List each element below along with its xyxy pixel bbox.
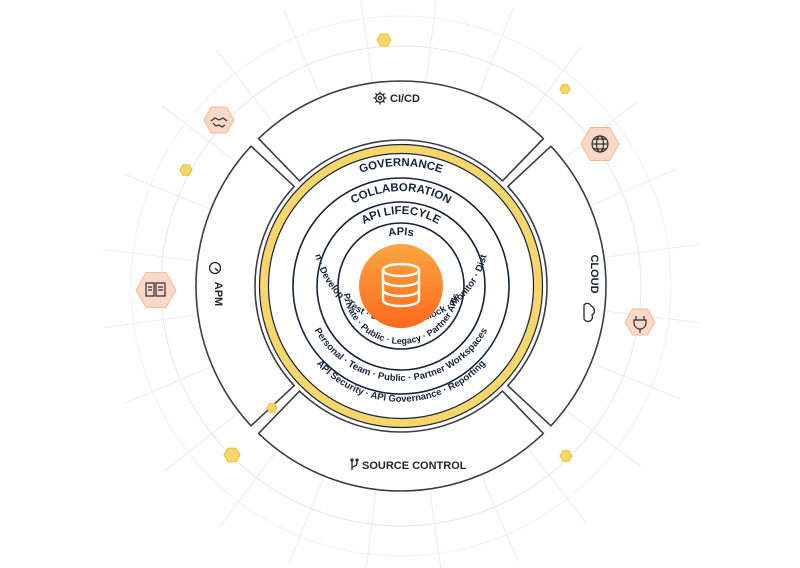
plug-icon [633, 316, 647, 333]
branch-icon [350, 458, 359, 470]
book-icon [145, 282, 166, 297]
outer-segments [195, 80, 607, 492]
gear-icon [373, 91, 387, 105]
ci-cd-segment [257, 80, 545, 182]
collaboration-ring [292, 177, 510, 395]
segment-source-control: SOURCE CONTROL [350, 458, 467, 472]
governance-gold-band [259, 144, 543, 428]
accent-hexagon [559, 450, 573, 462]
accent-hexagon [266, 403, 278, 413]
segment-ci-cd: CI/CD [373, 91, 420, 105]
accent-hexagon [223, 447, 241, 463]
accent-hexagon [179, 164, 193, 176]
apm-label: APM [212, 282, 224, 306]
ci-cd-label: CI/CD [390, 93, 420, 105]
globe-icon [591, 135, 609, 153]
source-control-label: SOURCE CONTROL [362, 460, 467, 472]
cloud-label: CLOUD [588, 254, 600, 293]
collaboration-title: COLLABORATION [349, 182, 453, 207]
apm-segment [195, 145, 296, 427]
governance-inner-line [267, 152, 535, 420]
handshake-icon [210, 117, 228, 128]
segment-apm: APM [208, 261, 224, 306]
source-control-segment [257, 390, 545, 492]
apis-ring [337, 222, 465, 350]
governance-title: GOVERNANCE [358, 157, 445, 176]
cloud-icon [583, 302, 596, 323]
plug-hexagon [624, 308, 656, 336]
database-icon [381, 262, 421, 308]
grid-far-circle [130, 15, 672, 557]
apis-title: APIs [387, 226, 414, 239]
lifecycle-ring [316, 201, 486, 371]
governance-outer-line [258, 143, 544, 429]
apis-hub [359, 244, 443, 328]
gauge-icon [208, 261, 222, 275]
cloud-segment [506, 145, 607, 427]
accent-hexagon [376, 33, 392, 47]
accent-hexagon [559, 84, 571, 94]
integration-hexagons [135, 33, 656, 463]
segment-cloud: CLOUD [583, 254, 600, 323]
